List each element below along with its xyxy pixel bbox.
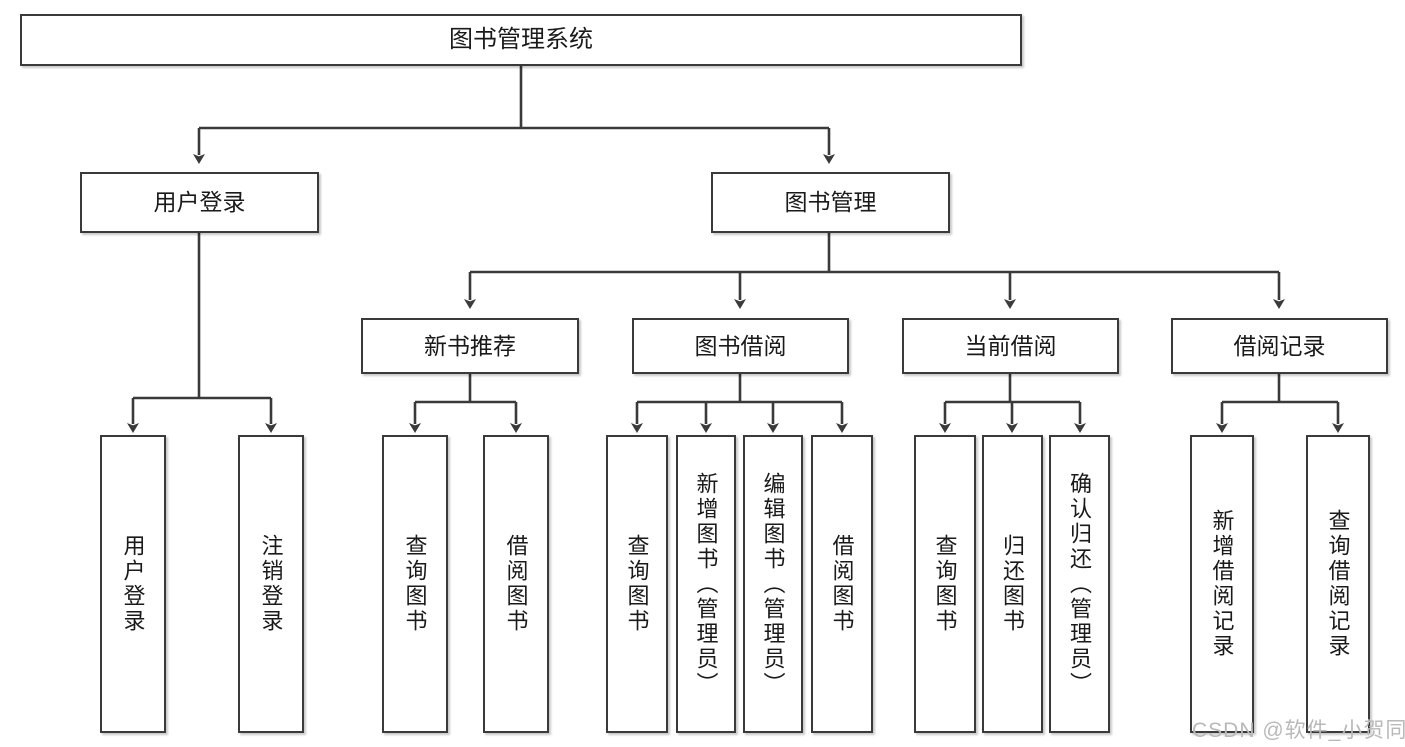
node-leaf-return-book[interactable]: 归还图书 [982,435,1043,733]
node-leaf-add-book[interactable]: 新增图书（管理员） [676,435,736,733]
node-leaf-query-record-label: 查询借阅记录 [1325,509,1351,659]
node-leaf-confirm-return[interactable]: 确认归还（管理员） [1049,435,1110,733]
node-leaf-user-login-label: 用户登录 [120,534,146,634]
node-leaf-borrow-book-1[interactable]: 借阅图书 [483,435,549,733]
node-book-management-label: 图书管理 [784,189,877,216]
node-leaf-query-book-1[interactable]: 查询图书 [382,435,448,733]
node-book-borrow[interactable]: 图书借阅 [632,318,849,374]
node-leaf-user-logout-label: 注销登录 [258,534,284,634]
node-current-borrow[interactable]: 当前借阅 [902,318,1119,374]
node-leaf-add-record[interactable]: 新增借阅记录 [1190,435,1254,733]
node-leaf-query-book-2[interactable]: 查询图书 [606,435,668,733]
node-book-borrow-label: 图书借阅 [694,332,787,359]
node-leaf-query-book-3-label: 查询图书 [932,534,958,634]
node-leaf-query-book-2-label: 查询图书 [624,534,650,634]
node-leaf-user-logout[interactable]: 注销登录 [238,435,304,733]
node-leaf-query-book-3[interactable]: 查询图书 [914,435,976,733]
node-leaf-confirm-return-label: 确认归还（管理员） [1067,471,1093,697]
node-leaf-query-book-1-label: 查询图书 [402,534,428,634]
node-new-book-recommend-label: 新书推荐 [424,332,516,359]
node-leaf-edit-book[interactable]: 编辑图书（管理员） [743,435,803,733]
node-leaf-add-book-label: 新增图书（管理员） [693,471,719,697]
node-leaf-add-record-label: 新增借阅记录 [1209,509,1235,659]
node-user-login[interactable]: 用户登录 [80,172,319,233]
node-leaf-query-record[interactable]: 查询借阅记录 [1306,435,1370,733]
node-root[interactable]: 图书管理系统 [20,14,1022,66]
node-new-book-recommend[interactable]: 新书推荐 [361,318,579,374]
node-leaf-borrow-book-2[interactable]: 借阅图书 [811,435,873,733]
node-current-borrow-label: 当前借阅 [964,332,1057,359]
node-leaf-return-book-label: 归还图书 [1000,534,1026,634]
node-borrow-record[interactable]: 借阅记录 [1171,318,1388,374]
node-leaf-edit-book-label: 编辑图书（管理员） [760,471,786,697]
node-leaf-borrow-book-2-label: 借阅图书 [829,534,855,634]
node-leaf-borrow-book-1-label: 借阅图书 [503,534,529,634]
node-leaf-user-login[interactable]: 用户登录 [100,435,166,733]
node-book-management[interactable]: 图书管理 [711,172,950,233]
node-borrow-record-label: 借阅记录 [1233,332,1326,359]
node-user-login-label: 用户登录 [153,189,246,216]
node-root-label: 图书管理系统 [449,26,593,53]
